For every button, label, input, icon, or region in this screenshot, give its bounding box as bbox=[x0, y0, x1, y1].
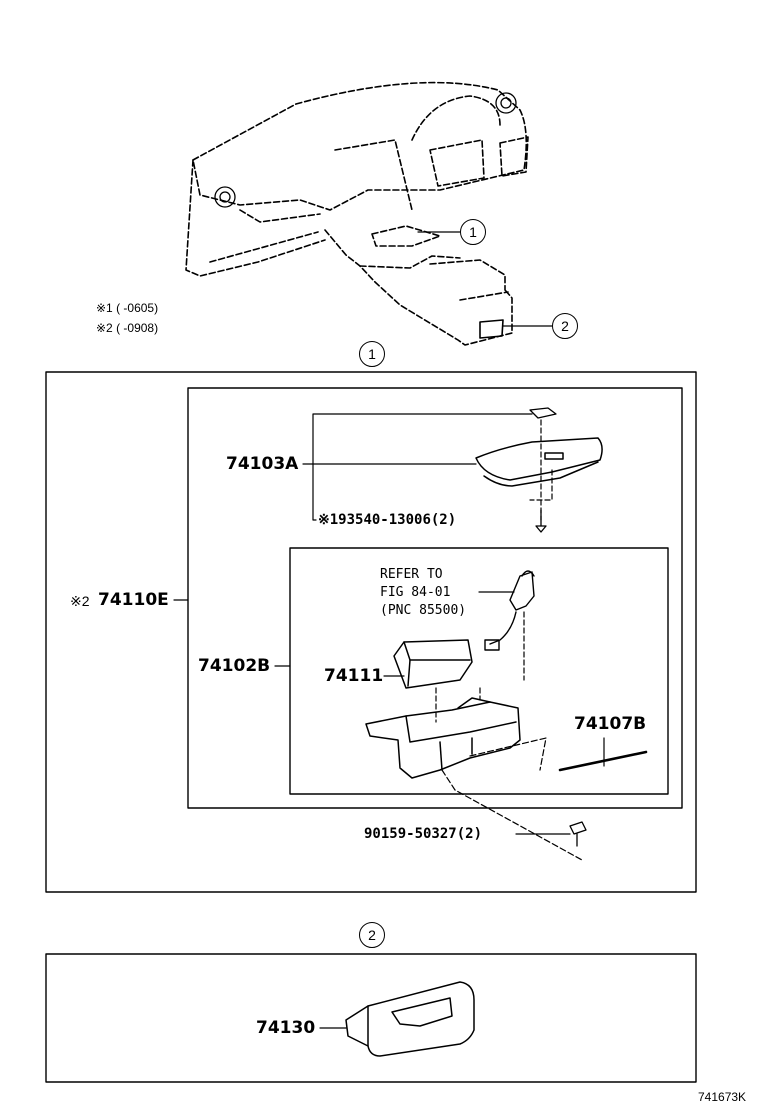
part-93540-label: ※193540-13006(2) bbox=[318, 512, 457, 528]
part-74110E-mark: ※2 bbox=[70, 593, 90, 609]
note-1: ※1 ( -0605) bbox=[96, 301, 159, 315]
dashboard-outline bbox=[185, 81, 529, 346]
assembly-74110E-frame bbox=[187, 387, 683, 809]
callout-2: 2 bbox=[552, 313, 578, 339]
part-74130-drawing bbox=[345, 981, 475, 1057]
figure-code: 741673K bbox=[698, 1090, 747, 1104]
section-1-header: 1 bbox=[359, 341, 385, 367]
part-74103A-label: 74103A bbox=[226, 454, 299, 474]
note-2: ※2 ( -0908) bbox=[96, 321, 159, 335]
part-90159-label: 90159-50327(2) bbox=[364, 826, 483, 842]
part-74103A-drawing bbox=[475, 407, 603, 487]
part-74102B-label: 74102B bbox=[198, 656, 271, 676]
console-switch-panel bbox=[479, 319, 504, 339]
section-1-frame bbox=[45, 371, 697, 893]
bracket-drawing bbox=[365, 697, 521, 779]
part-74110E-label: 74110E bbox=[98, 590, 169, 610]
section-2-frame bbox=[45, 953, 697, 1083]
refer-line-2: FIG 84-01 bbox=[380, 585, 451, 600]
part-74111-label: 74111 bbox=[324, 666, 384, 686]
part-74111-drawing bbox=[393, 639, 473, 689]
part-74107B-drawing bbox=[558, 750, 648, 772]
screw-93540-drawing bbox=[535, 509, 547, 533]
assembly-74102B-frame bbox=[289, 547, 669, 795]
refer-line-3: (PNC 85500) bbox=[380, 603, 467, 618]
part-74130-label: 74130 bbox=[256, 1018, 316, 1038]
socket-drawing bbox=[484, 570, 535, 651]
vents bbox=[214, 92, 517, 208]
refer-line-1: REFER TO bbox=[380, 567, 443, 582]
section-2-header: 2 bbox=[359, 922, 385, 948]
part-74107B-label: 74107B bbox=[574, 714, 647, 734]
callout-1: 1 bbox=[460, 219, 486, 245]
bolt-90159-drawing bbox=[569, 821, 587, 847]
